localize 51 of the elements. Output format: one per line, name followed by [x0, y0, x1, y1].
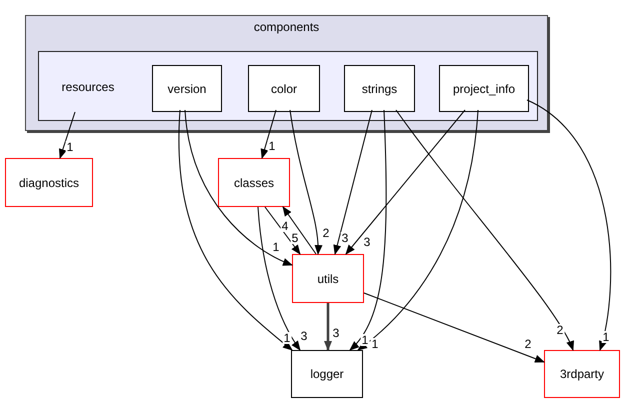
folder-name: color [270, 82, 297, 96]
dependency-arrow [357, 110, 478, 351]
dependency-arrow [364, 292, 545, 363]
dependency-arrow [290, 110, 322, 255]
edge-label: 1 [360, 334, 370, 346]
edge-label: 1 [370, 338, 380, 350]
folder-name: project_info [452, 82, 516, 96]
edge-label: 2 [322, 227, 330, 239]
edge-label: 1 [66, 141, 74, 153]
folder-name: components [254, 20, 320, 34]
dependency-arrow [184, 110, 293, 266]
folder-box [152, 65, 222, 112]
folder-box [291, 350, 363, 398]
folder-box [5, 158, 93, 207]
folder-name: resources [62, 80, 114, 94]
dependency-arrow [258, 206, 301, 351]
edge-label: 3 [332, 327, 340, 339]
edge-label: 2 [556, 324, 564, 336]
edge-label: 3 [300, 330, 308, 342]
dependency-arrow [333, 110, 372, 255]
dependency-arrow [396, 110, 574, 351]
folder-box [544, 350, 620, 398]
folder-box [439, 65, 529, 112]
dependency-arrow [282, 206, 316, 254]
dependency-arrow [178, 110, 293, 351]
folder-box [292, 254, 364, 303]
dependency-arrow [260, 110, 276, 159]
dependency-arrow [264, 206, 301, 255]
folder-name: classes [234, 176, 274, 190]
folder-name: strings [362, 82, 398, 96]
folder-name: version [168, 82, 206, 96]
edge-label: 4 [280, 220, 290, 232]
folder-name: logger [310, 367, 344, 381]
dependency-arrow [349, 110, 387, 351]
edge-label: 1 [272, 241, 280, 253]
folder-box [218, 158, 290, 207]
dependency-arrow [58, 112, 76, 159]
dependency-arrow [324, 303, 332, 351]
dependency-arrow [345, 110, 466, 255]
edge-label: 1 [602, 331, 610, 343]
folder-name: 3rdparty [560, 367, 604, 381]
edge-label: 5 [290, 232, 300, 244]
edge-label: 2 [524, 338, 532, 350]
folder-name: utils [317, 272, 339, 286]
folder-box [344, 65, 415, 112]
edge-label: 1 [268, 140, 276, 152]
folder-name: diagnostics [18, 176, 80, 190]
edge-label: 1 [282, 332, 292, 344]
edge-label: 3 [340, 232, 350, 244]
edge-label: 3 [362, 236, 372, 248]
folder-box [248, 65, 320, 112]
